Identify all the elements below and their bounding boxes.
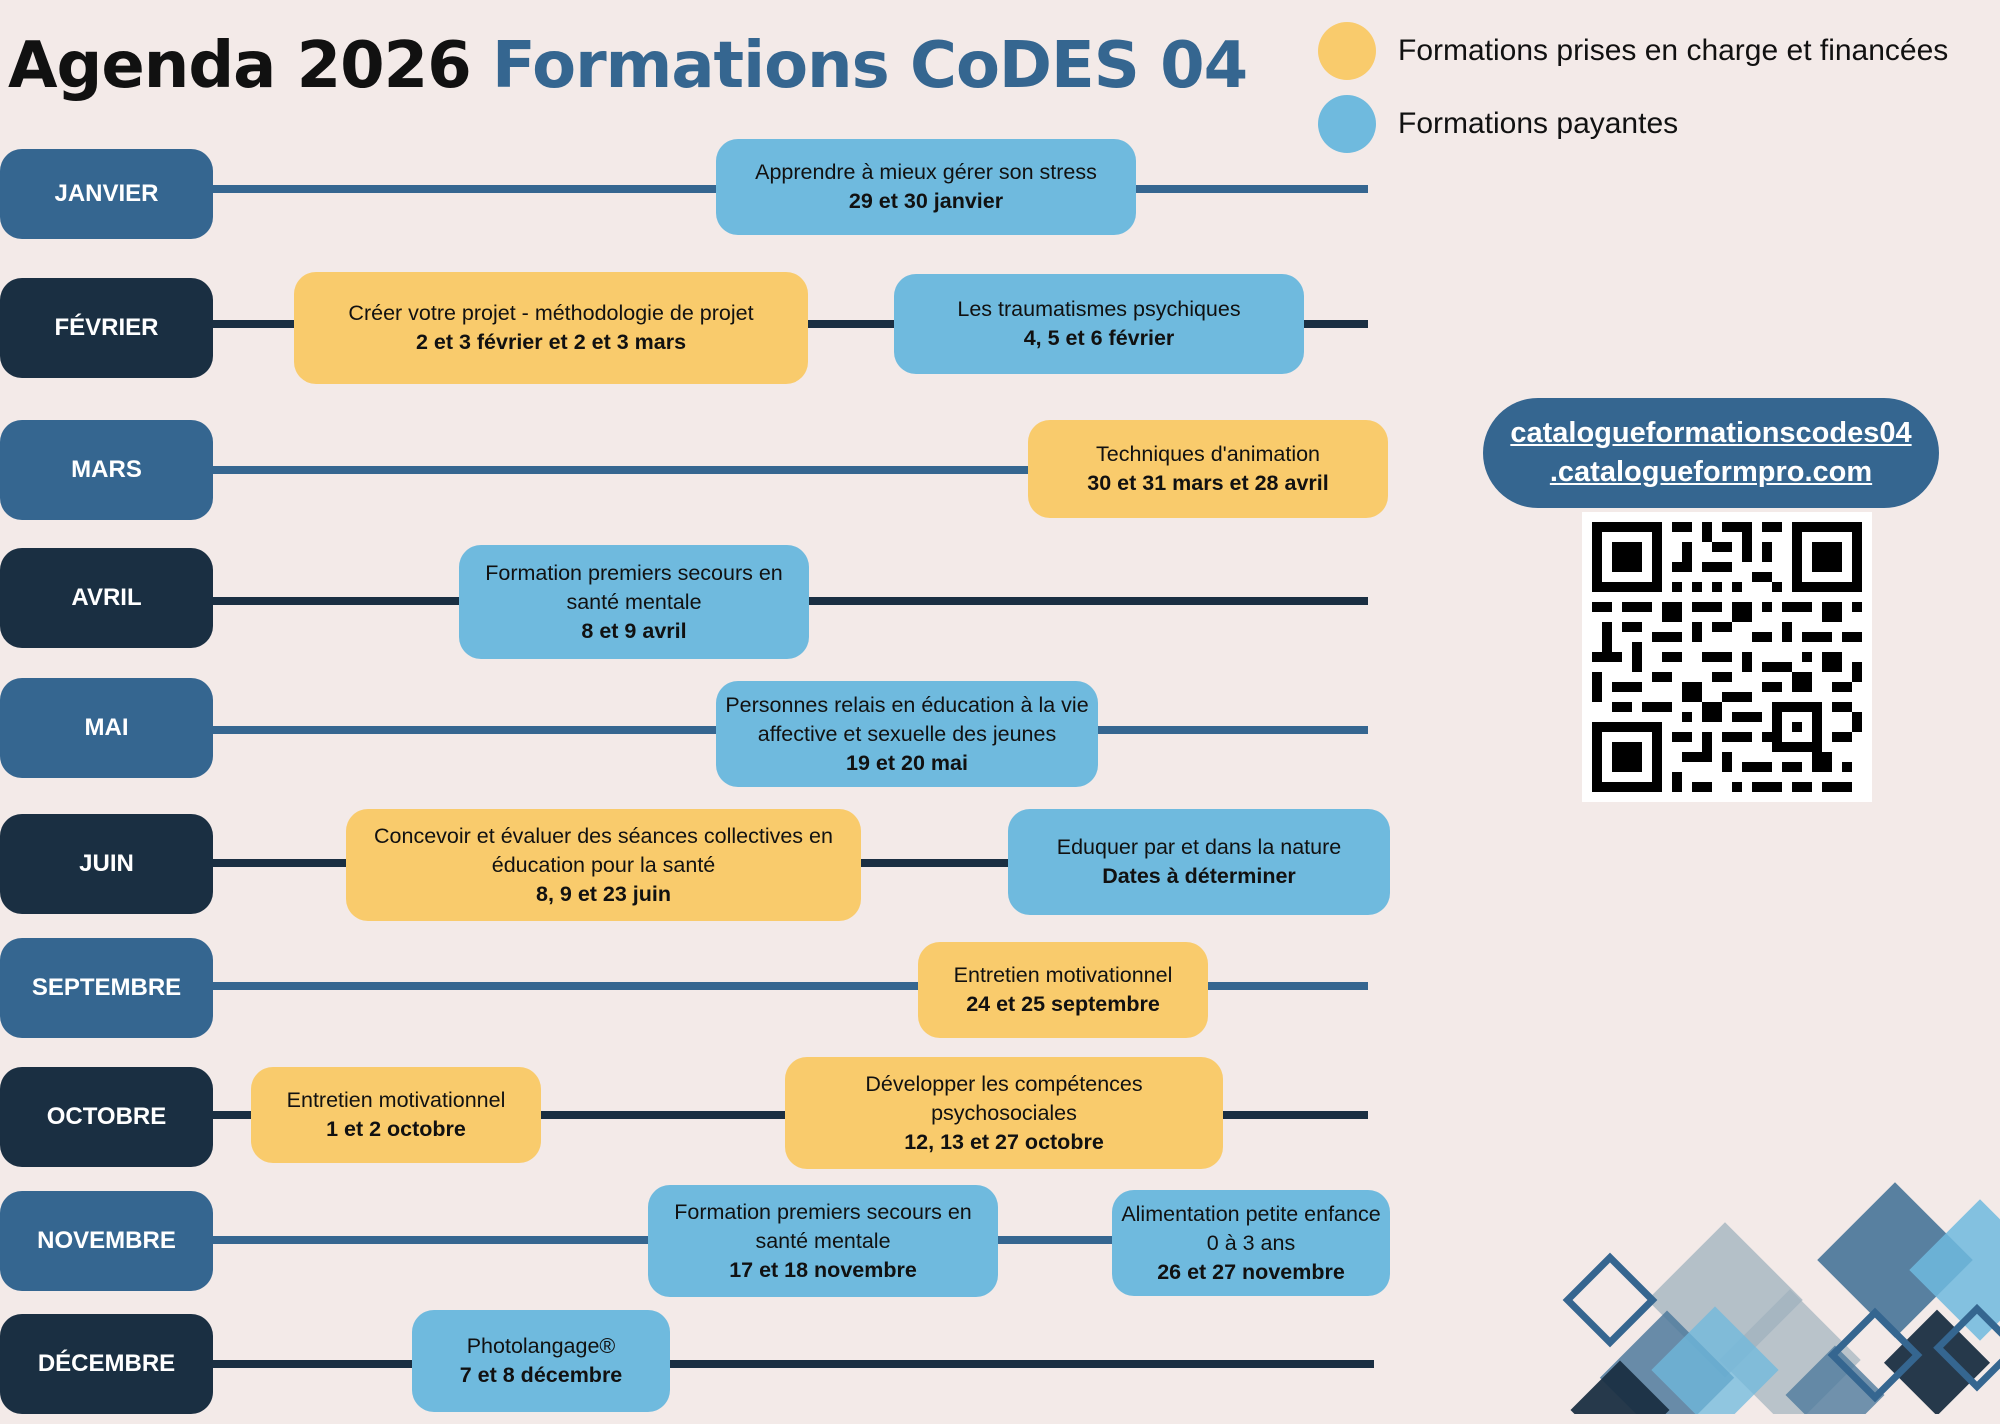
event-card[interactable]: Photolangage® 7 et 8 décembre	[412, 1310, 670, 1412]
decorative-diamonds	[1500, 1160, 2000, 1424]
event-dates: 24 et 25 septembre	[966, 992, 1160, 1016]
timeline-line	[200, 466, 1368, 474]
title-year: Agenda 2026	[8, 29, 472, 103]
catalogue-url-line1: catalogueformationscodes04	[1510, 417, 1912, 449]
qr-code-icon[interactable]	[1582, 512, 1872, 802]
event-title: Eduquer par et dans la nature	[1056, 835, 1342, 859]
event-dates: 8 et 9 avril	[581, 618, 687, 643]
event-title: Apprendre à mieux gérer son stress	[755, 160, 1097, 184]
diamond-pattern-icon	[1562, 1182, 2000, 1424]
month-label-octobre: OCTOBRE	[0, 1067, 213, 1167]
event-title: Personnes relais en éducation à la vie a…	[725, 692, 1089, 746]
event-dates: 29 et 30 janvier	[848, 189, 1004, 213]
event-dates: 2 et 3 février et 2 et 3 mars	[415, 330, 687, 354]
event-card[interactable]: Apprendre à mieux gérer son stress 29 et…	[716, 139, 1136, 235]
event-card[interactable]: Entretien motivationnel 24 et 25 septemb…	[918, 942, 1208, 1038]
month-row-novembre: NOVEMBRE Formation premiers secours en s…	[0, 1185, 1400, 1301]
month-label-mars: MARS	[0, 420, 213, 520]
catalogue-link[interactable]: catalogueformationscodes04 .cataloguefor…	[1483, 398, 1939, 508]
legend-funded: Formations prises en charge et financées	[1318, 22, 1948, 80]
month-row-decembre: DÉCEMBRE Photolangage® 7 et 8 décembre	[0, 1310, 1400, 1424]
event-title: Entretien motivationnel	[953, 963, 1173, 987]
legend-paid-label: Formations payantes	[1398, 107, 1679, 140]
month-row-fevrier: FÉVRIER Créer votre projet - méthodologi…	[0, 272, 1400, 388]
event-title: Développer les compétences psychosociale…	[865, 1071, 1143, 1125]
legend-paid: Formations payantes	[1318, 95, 1678, 153]
event-card[interactable]: Créer votre projet - méthodologie de pro…	[294, 272, 808, 384]
timeline-line	[200, 1111, 1368, 1119]
event-dates: 1 et 2 octobre	[326, 1117, 466, 1141]
event-card[interactable]: Alimentation petite enfance 0 à 3 ans 26…	[1112, 1190, 1390, 1296]
event-dates: 26 et 27 novembre	[1157, 1259, 1345, 1284]
event-title: Photolangage®	[466, 1334, 616, 1358]
event-dates: 19 et 20 mai	[846, 750, 968, 775]
legend-funded-label: Formations prises en charge et financées	[1398, 34, 1949, 67]
event-card[interactable]: Les traumatismes psychiques 4, 5 et 6 fé…	[894, 274, 1304, 374]
month-label-mai: MAI	[0, 678, 213, 778]
month-label-novembre: NOVEMBRE	[0, 1191, 213, 1291]
event-title: Formation premiers secours en santé ment…	[674, 1199, 972, 1253]
month-row-avril: AVRIL Formation premiers secours en sant…	[0, 545, 1400, 659]
event-title: Les traumatismes psychiques	[957, 297, 1241, 321]
event-card[interactable]: Concevoir et évaluer des séances collect…	[346, 809, 861, 921]
month-label-septembre: SEPTEMBRE	[0, 938, 213, 1038]
month-row-janvier: JANVIER Apprendre à mieux gérer son stre…	[0, 139, 1400, 258]
month-row-juin: JUIN Concevoir et évaluer des séances co…	[0, 809, 1400, 924]
event-card[interactable]: Formation premiers secours en santé ment…	[459, 545, 809, 659]
legend-yellow-dot-icon	[1318, 22, 1376, 80]
event-dates: 8, 9 et 23 juin	[535, 881, 672, 906]
catalogue-url-line2: .catalogueformpro.com	[1549, 456, 1873, 488]
event-dates: 30 et 31 mars et 28 avril	[1087, 471, 1329, 495]
event-title: Entretien motivationnel	[286, 1088, 506, 1112]
event-card[interactable]: Techniques d'animation 30 et 31 mars et …	[1028, 420, 1388, 518]
event-dates: Dates à déterminer	[1102, 864, 1296, 888]
legend-blue-dot-icon	[1318, 95, 1376, 153]
qr-code-graphic	[1582, 512, 1872, 802]
month-row-octobre: OCTOBRE Entretien motivationnel 1 et 2 o…	[0, 1057, 1400, 1177]
title-main: Formations CoDES 04	[492, 29, 1248, 103]
event-title: Alimentation petite enfance 0 à 3 ans	[1121, 1201, 1381, 1255]
event-card[interactable]: Développer les compétences psychosociale…	[785, 1057, 1223, 1169]
event-title: Formation premiers secours en santé ment…	[485, 560, 783, 614]
month-row-mars: MARS Techniques d'animation 30 et 31 mar…	[0, 420, 1400, 530]
event-dates: 4, 5 et 6 février	[1023, 326, 1175, 350]
month-label-juin: JUIN	[0, 814, 213, 914]
event-title: Créer votre projet - méthodologie de pro…	[348, 301, 754, 325]
event-card[interactable]: Eduquer par et dans la nature Dates à dé…	[1008, 809, 1390, 915]
month-row-mai: MAI Personnes relais en éducation à la v…	[0, 678, 1400, 788]
event-dates: 12, 13 et 27 octobre	[904, 1129, 1104, 1154]
month-row-septembre: SEPTEMBRE Entretien motivationnel 24 et …	[0, 938, 1400, 1048]
event-card[interactable]: Formation premiers secours en santé ment…	[648, 1185, 998, 1297]
page-title: Agenda 2026 Formations CoDES 04	[8, 26, 1248, 106]
event-title: Techniques d'animation	[1095, 442, 1321, 466]
month-label-avril: AVRIL	[0, 548, 213, 648]
timeline-line	[200, 982, 1368, 990]
month-label-decembre: DÉCEMBRE	[0, 1314, 213, 1414]
event-dates: 7 et 8 décembre	[459, 1363, 623, 1387]
event-card[interactable]: Personnes relais en éducation à la vie a…	[716, 681, 1098, 787]
timeline-line	[200, 1360, 1374, 1368]
event-card[interactable]: Entretien motivationnel 1 et 2 octobre	[251, 1067, 541, 1163]
event-title: Concevoir et évaluer des séances collect…	[374, 823, 833, 877]
event-dates: 17 et 18 novembre	[729, 1257, 917, 1282]
month-label-fevrier: FÉVRIER	[0, 278, 213, 378]
month-label-janvier: JANVIER	[0, 149, 213, 239]
